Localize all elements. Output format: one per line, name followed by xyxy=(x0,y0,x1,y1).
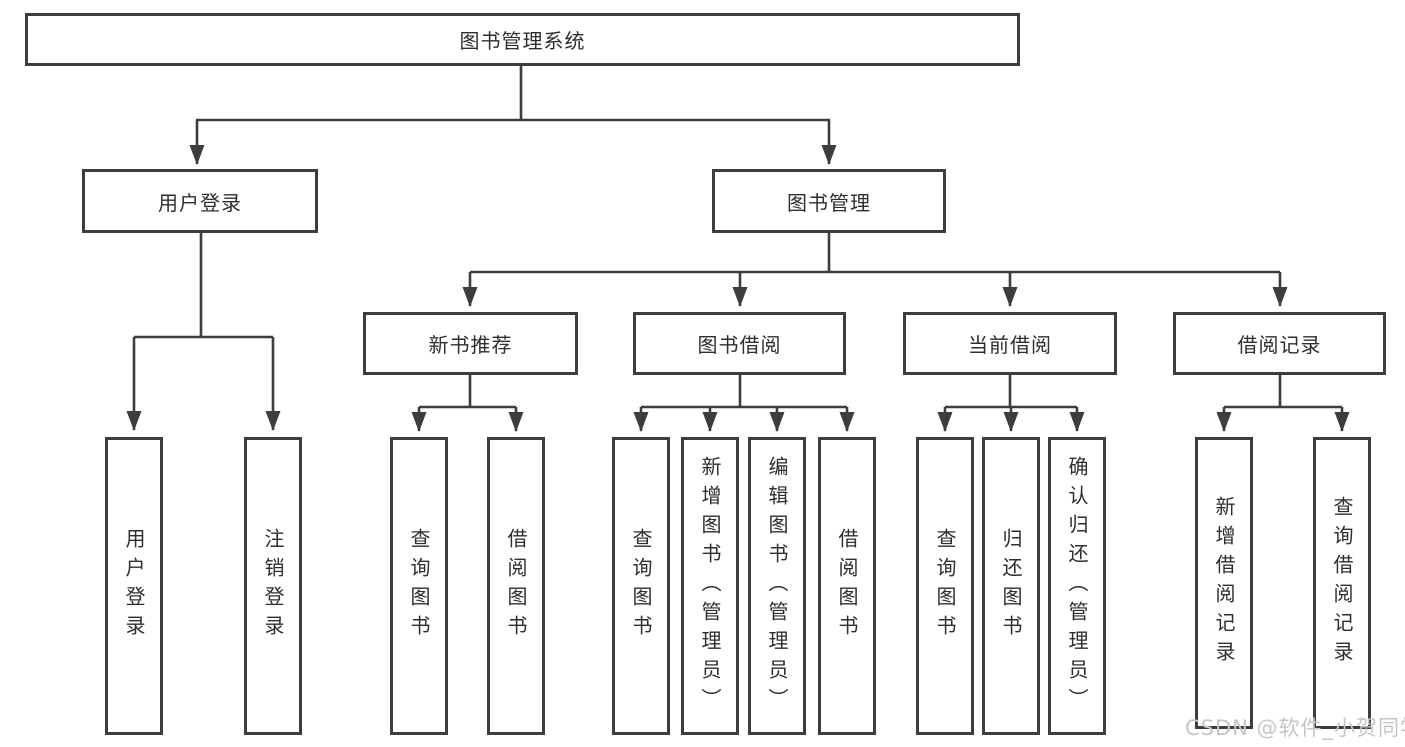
node-current-borrowing: 当前借阅 xyxy=(903,312,1117,375)
leaf-br-add-record: 新增借阅记录 xyxy=(1195,437,1253,729)
connector-record-trunk xyxy=(1224,375,1342,409)
leaf-nb-query-books-label: 查询图书 xyxy=(407,528,431,644)
csdn-watermark: CSDN @软件_小贺同学 xyxy=(1185,716,1405,740)
leaf-bb-edit-books-admin-label: 编辑图书（管理员） xyxy=(765,455,789,717)
node-new-book-recommend-label: 新书推荐 xyxy=(428,333,513,357)
node-book-management: 图书管理 xyxy=(712,169,946,233)
node-book-borrowing-label: 图书借阅 xyxy=(697,333,782,357)
leaf-bb-query-books-label: 查询图书 xyxy=(629,528,653,644)
leaf-br-add-record-label: 新增借阅记录 xyxy=(1212,496,1236,670)
leaf-logout: 注销登录 xyxy=(244,437,302,735)
node-root-label: 图书管理系统 xyxy=(459,29,586,53)
node-new-book-recommend: 新书推荐 xyxy=(363,312,578,375)
leaf-user-login: 用户登录 xyxy=(105,437,163,735)
leaf-cb-return-books-label: 归还图书 xyxy=(999,528,1023,644)
connector-current-trunk xyxy=(945,375,1077,409)
leaf-cb-query-books: 查询图书 xyxy=(916,437,974,735)
node-root-system: 图书管理系统 xyxy=(25,13,1020,66)
connector-newbook-trunk xyxy=(419,375,516,409)
leaf-cb-confirm-return-admin: 确认归还（管理员） xyxy=(1048,437,1106,735)
connector-borrow-trunk xyxy=(641,375,847,409)
leaf-bb-query-books: 查询图书 xyxy=(612,437,670,735)
leaf-cb-return-books: 归还图书 xyxy=(982,437,1040,735)
leaf-bb-edit-books-admin: 编辑图书（管理员） xyxy=(748,437,806,735)
leaf-bb-add-books-admin: 新增图书（管理员） xyxy=(681,437,739,735)
leaf-br-query-record: 查询借阅记录 xyxy=(1313,437,1371,729)
connector-bookmgmt-trunk xyxy=(470,233,1280,274)
leaf-bb-add-books-admin-label: 新增图书（管理员） xyxy=(698,455,722,717)
connector-root-trunk xyxy=(196,66,830,122)
leaf-br-query-record-label: 查询借阅记录 xyxy=(1330,496,1354,670)
node-borrow-records-label: 借阅记录 xyxy=(1237,333,1322,357)
leaf-bb-borrow-books: 借阅图书 xyxy=(818,437,876,735)
connector-userlogin-trunk xyxy=(134,233,273,339)
node-borrow-records: 借阅记录 xyxy=(1173,312,1386,375)
leaf-nb-query-books: 查询图书 xyxy=(390,437,448,735)
node-user-login-label: 用户登录 xyxy=(158,190,242,215)
leaf-cb-confirm-return-admin-label: 确认归还（管理员） xyxy=(1065,455,1089,717)
leaf-bb-borrow-books-label: 借阅图书 xyxy=(835,528,859,644)
leaf-user-login-label: 用户登录 xyxy=(122,528,146,644)
node-current-borrowing-label: 当前借阅 xyxy=(968,333,1052,357)
leaf-nb-borrow-books: 借阅图书 xyxy=(487,437,545,735)
leaf-logout-label: 注销登录 xyxy=(261,528,285,644)
node-book-borrowing: 图书借阅 xyxy=(633,312,846,375)
leaf-cb-query-books-label: 查询图书 xyxy=(933,528,957,644)
node-user-login-branch: 用户登录 xyxy=(82,169,318,233)
node-book-management-label: 图书管理 xyxy=(787,190,871,215)
leaf-nb-borrow-books-label: 借阅图书 xyxy=(504,528,528,644)
